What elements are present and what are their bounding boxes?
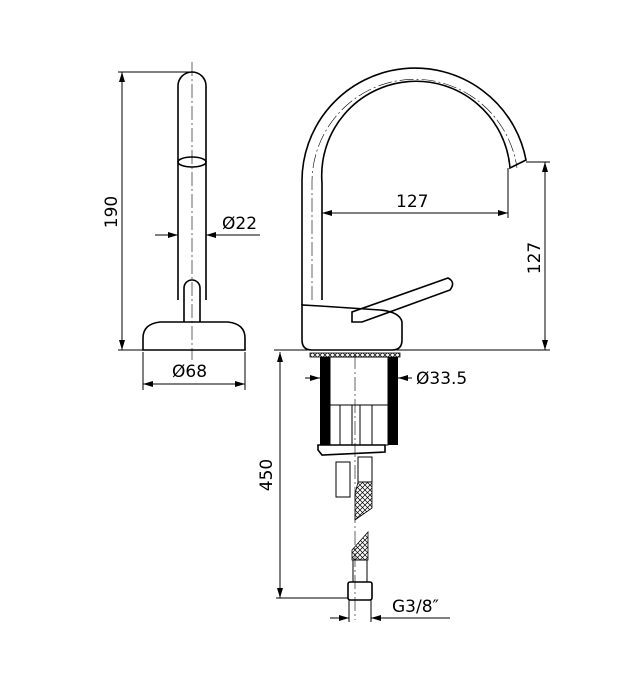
side-view: 190 Ø22 Ø68 bbox=[102, 62, 260, 390]
hose-fitting-left bbox=[335, 461, 351, 498]
front-view: 127 127 Ø33.5 450 G3/8″ bbox=[257, 67, 550, 622]
dim-height-127: 127 bbox=[525, 242, 545, 274]
lever-handle bbox=[351, 277, 454, 323]
shank-wall-right bbox=[388, 357, 398, 445]
braided-hose-lower bbox=[351, 530, 369, 561]
braided-hose-upper bbox=[354, 481, 373, 521]
dim-diameter-22: Ø22 bbox=[222, 214, 257, 234]
mixer-body bbox=[301, 304, 403, 351]
gooseneck-spout bbox=[301, 67, 527, 305]
dim-diameter-68: Ø68 bbox=[172, 362, 207, 382]
shank-wall-left bbox=[320, 357, 330, 445]
dim-190: 190 bbox=[102, 196, 122, 228]
dim-length-450: 450 bbox=[257, 459, 277, 491]
hose-fitting-right bbox=[357, 456, 373, 483]
dim-reach-127: 127 bbox=[396, 192, 428, 212]
lever-stem bbox=[183, 279, 201, 322]
dim-diameter-33-5: Ø33.5 bbox=[416, 369, 467, 389]
dim-thread-g3-8: G3/8″ bbox=[392, 597, 439, 617]
base-side bbox=[142, 321, 246, 351]
fixing-plate bbox=[317, 444, 386, 456]
hose-nut bbox=[347, 581, 373, 601]
